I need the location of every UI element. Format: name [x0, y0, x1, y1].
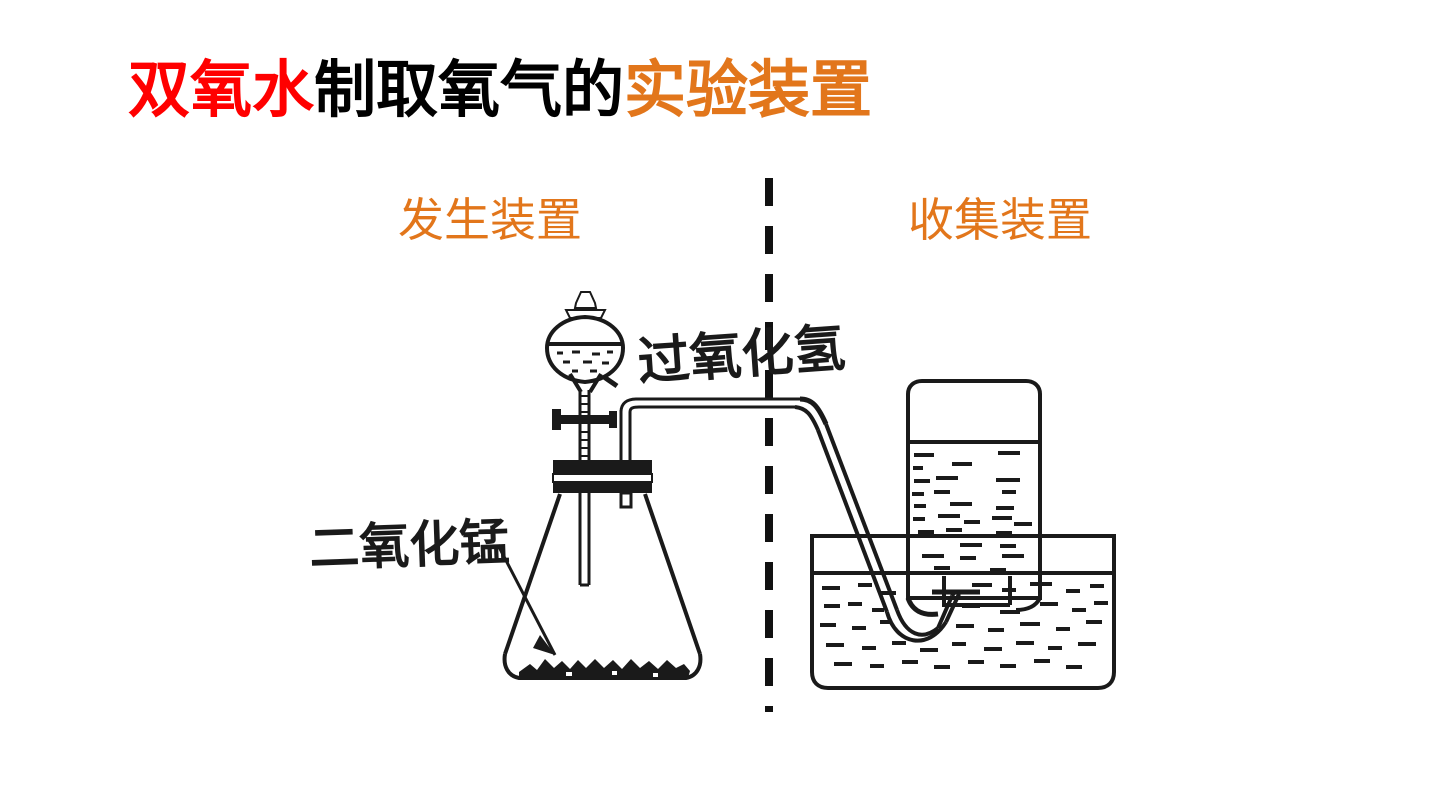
- manganese-dioxide-pointer-arrow: [496, 544, 557, 656]
- section-divider-dashed-line: [765, 178, 773, 712]
- section-label-collection: 收集装置: [908, 193, 1092, 247]
- separating-funnel: [544, 291, 626, 470]
- gas-collecting-bottle: [905, 379, 1042, 617]
- bottle-stand: [942, 576, 1012, 607]
- title-segment-black: 制取氧气的: [314, 53, 625, 126]
- water-trough: [810, 534, 1116, 690]
- rubber-stopper: [552, 460, 653, 493]
- page-title: 双氧水制取氧气的实验装置: [128, 52, 872, 128]
- hydrogen-peroxide-label: 过氧化氢: [636, 319, 848, 393]
- title-segment-red: 双氧水: [128, 53, 315, 126]
- conical-flask: [502, 491, 703, 680]
- solid-catalyst-bed: [519, 659, 690, 678]
- title-segment-orange: 实验装置: [624, 53, 873, 126]
- funnel-stopcock: [552, 409, 617, 430]
- manganese-dioxide-label: 二氧化锰: [308, 513, 510, 578]
- section-label-generation: 发生装置: [398, 193, 582, 247]
